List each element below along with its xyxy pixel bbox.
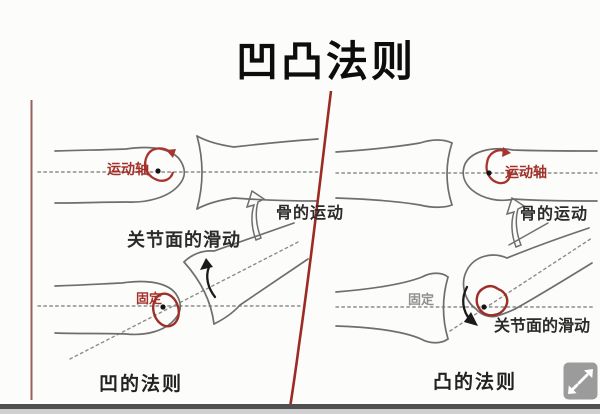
concave-bone-top-outline (196, 135, 319, 148)
axis-dot (486, 170, 492, 176)
bottom-bar (0, 404, 600, 409)
concave-bone-bottom-outline (335, 325, 449, 344)
bottom-bar-shadow (0, 409, 600, 414)
fixed-dot (481, 304, 487, 310)
concave-bone-top-outline (335, 272, 449, 293)
rotated-axis-dashed-line (449, 237, 593, 332)
left-bone-motion-label: 骨的运动 (276, 205, 345, 222)
right-bone-motion-label: 骨的运动 (520, 206, 589, 223)
concave-bone-bottom-outline (335, 197, 453, 209)
expand-arrows-icon (563, 362, 598, 400)
right-caption: 凸的法则 (433, 372, 518, 393)
rotated-bone-bottom-outline (514, 262, 593, 310)
fullscreen-expand-button[interactable] (563, 362, 598, 400)
right-upper-joint-diagram (335, 139, 598, 248)
concave-socket-edge (183, 261, 215, 325)
concave-bone-bottom-outline (196, 197, 319, 210)
left-upper-rotation-axis-mark (144, 147, 176, 182)
left-lower-joint-diagram (37, 222, 309, 360)
rotated-convex-head-outline (462, 254, 516, 318)
left-upper-joint-diagram (37, 135, 319, 241)
glide-arrow (206, 265, 217, 299)
red-divider-line (287, 90, 333, 414)
glide-arrowhead (464, 312, 478, 326)
rotated-bone-top-outline (506, 227, 590, 259)
bone-motion-arrow (505, 196, 526, 248)
rotated-bone-bottom-outline (213, 258, 309, 325)
right-upper-rotation-axis-mark (485, 147, 511, 185)
left-motion-axis-label: 运动轴 (107, 161, 149, 177)
left-joint-glide-label: 关节面的滑动 (127, 230, 241, 250)
right-motion-axis-label: 运动轴 (505, 164, 547, 180)
convex-bone-outline (54, 280, 182, 336)
rotated-axis-dashed-line (69, 240, 301, 360)
convex-bone-outline (462, 147, 598, 202)
concave-socket-edge (442, 276, 449, 340)
bone-motion-arrow (245, 189, 266, 241)
right-fixed-label: 固定 (408, 292, 435, 307)
left-lower-fixed-mark (151, 292, 181, 328)
pointer-line (508, 222, 549, 246)
concave-socket-edge (196, 135, 203, 210)
axis-dot (155, 168, 161, 174)
left-fixed-label: 固定 (136, 291, 163, 306)
rotation-arrowhead (166, 149, 176, 158)
rotation-arrowhead (502, 147, 511, 157)
glide-arrowhead (200, 258, 213, 270)
convex-bone-outline (54, 146, 186, 204)
concave-socket-edge (446, 142, 453, 206)
right-lower-joint-diagram (335, 227, 596, 344)
fixed-dot (160, 304, 166, 310)
left-caption: 凹的法则 (99, 374, 184, 395)
rotated-bone-top-outline (183, 222, 295, 263)
right-joint-glide-label: 关节面的滑动 (494, 318, 591, 335)
slide-title: 凹凸法则 (235, 38, 417, 85)
concave-bone-top-outline (335, 139, 453, 153)
right-lower-fixed-mark (475, 285, 509, 317)
